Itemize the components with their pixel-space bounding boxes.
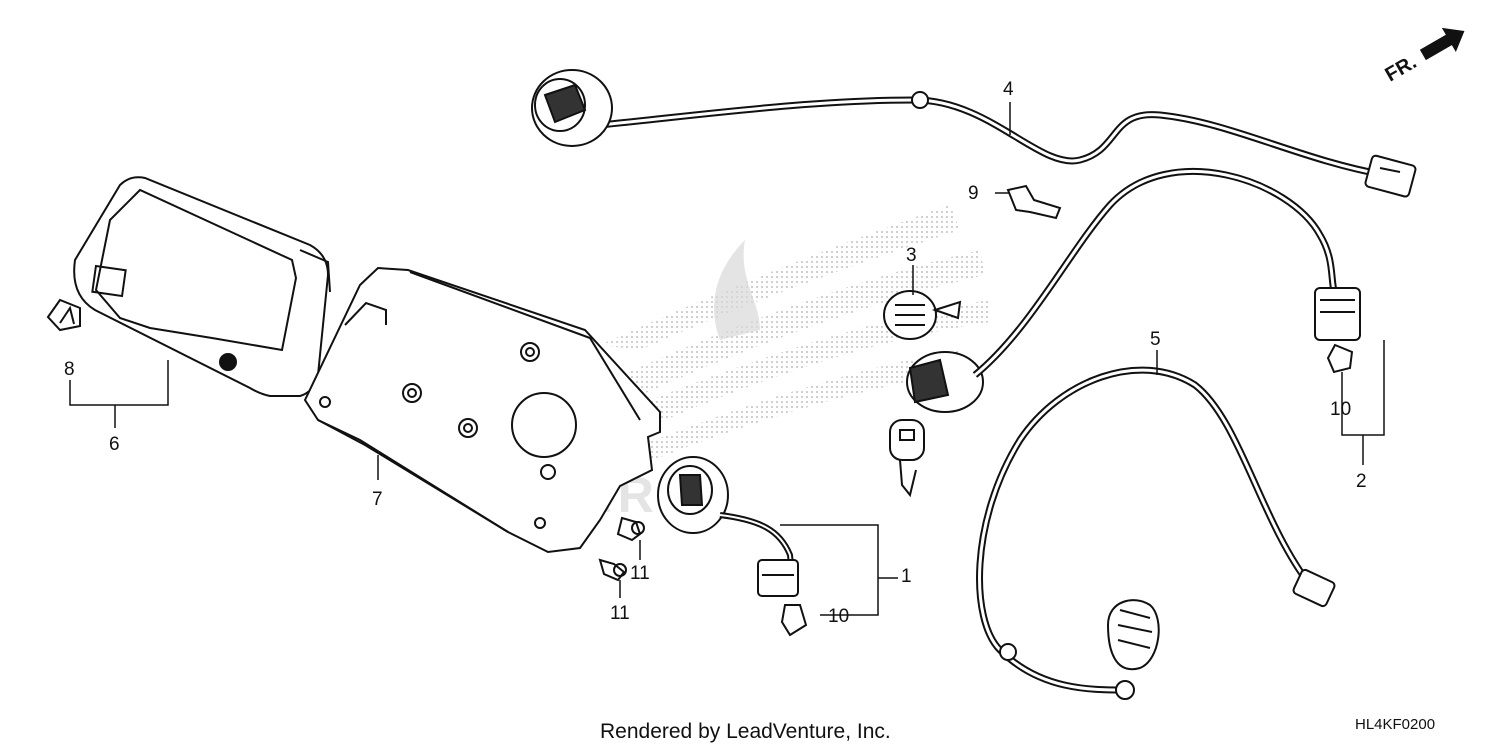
screw-part-11: [598, 516, 645, 582]
diagram-code: HL4KF0200: [1355, 716, 1436, 733]
render-credit: Rendered by LeadVenture, Inc.: [600, 720, 891, 743]
callout-6[interactable]: 6: [109, 434, 120, 455]
callout-2[interactable]: 2: [1356, 471, 1367, 492]
clip-part-9: [1006, 184, 1062, 220]
callout-10-lower[interactable]: 10: [828, 606, 850, 627]
front-direction-label: FR.: [1382, 51, 1421, 86]
callout-5[interactable]: 5: [1150, 329, 1161, 350]
sticker-part-8: [46, 298, 81, 332]
callout-11-upper[interactable]: 11: [630, 563, 650, 584]
callout-9[interactable]: 9: [968, 183, 979, 204]
meter-housing-part-7: [303, 266, 661, 554]
harness-part-4: [531, 69, 1417, 198]
callout-8[interactable]: 8: [64, 359, 75, 380]
harness-part-2: [972, 167, 1361, 378]
callout-1[interactable]: 1: [901, 566, 912, 587]
front-direction-arrow: FR.: [1382, 27, 1465, 86]
leader-lines: [69, 102, 1385, 616]
ignition-switch-part-3: [883, 290, 984, 498]
callout-10-upper[interactable]: 10: [1330, 399, 1352, 420]
meter-display-part-6: [73, 176, 331, 397]
callout-11-lower[interactable]: 11: [610, 603, 630, 624]
callout-4[interactable]: 4: [1003, 79, 1014, 100]
switch-part-1: [657, 456, 808, 637]
handlebar-switch-part-5: [976, 366, 1336, 700]
callout-7[interactable]: 7: [372, 489, 383, 510]
callout-3[interactable]: 3: [906, 245, 917, 266]
